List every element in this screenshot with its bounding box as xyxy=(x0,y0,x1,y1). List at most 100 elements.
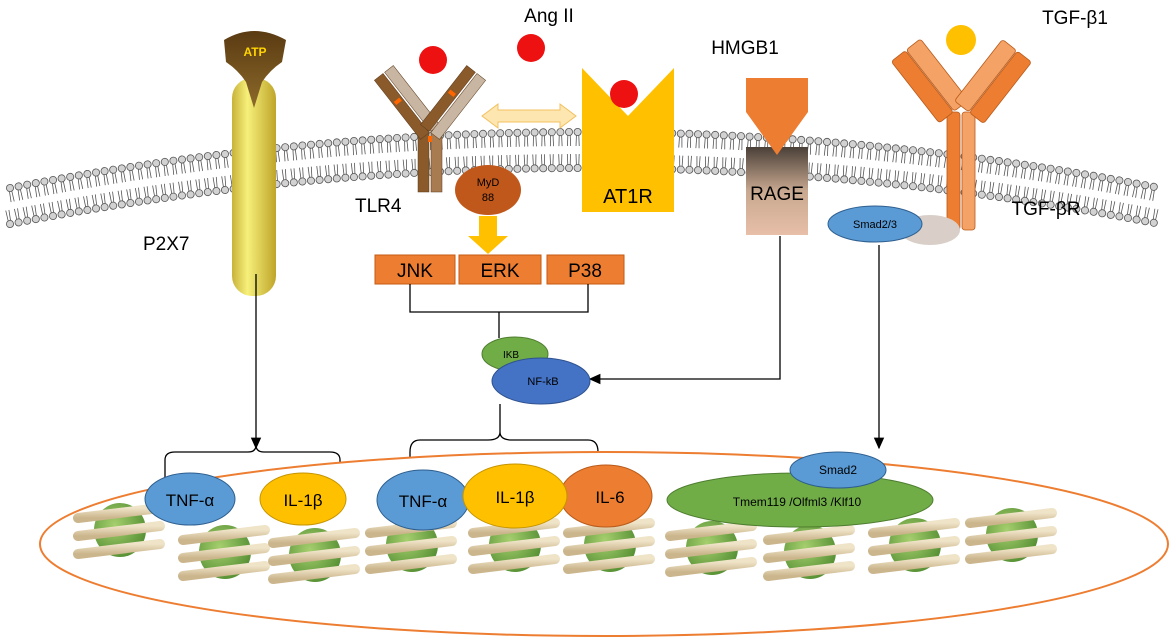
lipid-molecule xyxy=(279,168,290,188)
tlr4-receptor xyxy=(374,65,486,193)
lipid-molecule xyxy=(873,142,883,162)
hmgb1-label: HMGB1 xyxy=(711,38,779,59)
lipid-molecule xyxy=(504,128,514,148)
lipid-molecule xyxy=(693,155,703,175)
il1b-label-left: IL-1β xyxy=(283,491,322,510)
lipid-molecule xyxy=(513,128,522,148)
ikb-label: IKB xyxy=(503,350,519,361)
lipid-molecule xyxy=(676,155,686,174)
lipid-molecule xyxy=(1123,203,1135,223)
myd88-label-line2: 88 xyxy=(482,192,494,204)
lipid-molecule xyxy=(821,137,832,157)
lipid-molecule xyxy=(1106,200,1118,220)
lipid-molecule xyxy=(186,153,197,174)
lipid-molecule xyxy=(977,179,988,200)
lipid-molecule xyxy=(521,154,531,173)
lipid-molecule xyxy=(124,188,135,208)
lipid-molecule xyxy=(401,133,411,153)
tgf-b-receptor xyxy=(892,39,1031,231)
lipid-molecule xyxy=(838,139,849,159)
lipid-molecule xyxy=(289,142,300,162)
lipid-molecule xyxy=(340,163,350,182)
genes-label: Tmem119 /Olfml3 /Klf10 xyxy=(733,495,862,509)
lipid-molecule xyxy=(453,130,462,150)
lipid-molecule xyxy=(63,198,75,218)
lipid-molecule xyxy=(1035,162,1047,183)
lipid-molecule xyxy=(1080,195,1092,215)
lipid-molecule xyxy=(332,138,342,158)
lipid-molecule xyxy=(1053,165,1064,185)
lipid-molecule xyxy=(132,186,144,207)
smad2-ellipse xyxy=(789,451,887,489)
lipid-molecule xyxy=(856,140,866,160)
lipid-molecule xyxy=(934,174,945,194)
lipid-molecule xyxy=(91,167,103,188)
lipid-molecule xyxy=(1010,159,1021,179)
atp-label: ATP xyxy=(243,45,266,59)
erk-box xyxy=(458,254,542,285)
lipid-molecule xyxy=(1044,164,1056,184)
lipid-molecule xyxy=(822,163,833,183)
jnk-box xyxy=(374,254,456,285)
lipid-molecule xyxy=(547,128,556,147)
lipid-molecule xyxy=(556,128,565,147)
lipid-molecule xyxy=(366,161,376,180)
erk-label: ERK xyxy=(480,261,519,282)
lipid-molecule xyxy=(176,180,187,200)
tnf-a-label-mid: TNF-α xyxy=(399,492,448,511)
il1b-ellipse-mid xyxy=(462,463,568,529)
myd88-adapter xyxy=(455,165,521,215)
ang-ii-label: Ang II xyxy=(524,6,574,27)
lipid-molecule xyxy=(736,131,746,151)
lipid-molecule xyxy=(727,131,737,151)
lipid-molecule xyxy=(203,151,214,171)
lipid-molecule xyxy=(933,148,944,168)
il6-label: IL-6 xyxy=(595,488,624,507)
lipid-molecule xyxy=(848,165,859,185)
tnf-a-label-left: TNF-α xyxy=(166,491,215,510)
myd88-to-mapk-arrow xyxy=(468,216,508,254)
ang-ii-ligand xyxy=(517,34,545,62)
lipid-molecule xyxy=(496,129,505,148)
lipid-molecule xyxy=(211,150,223,170)
lipid-molecule xyxy=(719,156,729,176)
lipid-molecule xyxy=(220,149,231,169)
nfkb-bracket xyxy=(409,404,599,472)
lipid-molecule xyxy=(1078,169,1090,190)
lipid-molecule xyxy=(1104,174,1116,194)
lipid-molecule xyxy=(1087,171,1099,191)
lipid-molecule xyxy=(881,143,892,163)
lipid-molecule xyxy=(530,128,539,147)
lipid-molecule xyxy=(3,209,15,229)
lipid-molecule xyxy=(331,163,342,183)
lipid-molecule xyxy=(81,195,92,215)
lipid-molecule xyxy=(556,153,565,173)
lipid-molecule xyxy=(107,190,118,211)
lipid-molecule xyxy=(830,138,840,158)
lipid-molecule xyxy=(348,162,359,182)
lipid-molecule xyxy=(1070,168,1081,188)
lipid-molecule xyxy=(547,153,556,173)
lipid-molecule xyxy=(898,144,909,165)
lipid-molecule xyxy=(82,169,94,189)
tgf-b1-ligand xyxy=(946,25,976,55)
lipid-molecule xyxy=(297,166,307,186)
lipid-molecule xyxy=(125,162,137,182)
lipid-molecule xyxy=(908,171,919,191)
rage-label: RAGE xyxy=(750,184,804,205)
il1b-ellipse-left xyxy=(259,472,347,526)
lipid-molecule xyxy=(1001,157,1013,178)
lipid-molecule xyxy=(478,129,488,149)
lipid-molecule xyxy=(985,181,997,201)
p38-label: P38 xyxy=(568,261,602,282)
lipid-molecule xyxy=(1149,207,1161,228)
lipid-molecule xyxy=(298,141,308,161)
lipid-molecule xyxy=(210,176,221,196)
lipid-molecule xyxy=(193,178,204,198)
lipid-molecule xyxy=(573,153,582,173)
lipid-molecule xyxy=(115,189,127,209)
lipid-molecule xyxy=(98,192,110,212)
lipid-molecule xyxy=(984,155,995,175)
tgf-br-label: TGF-βR xyxy=(1012,199,1081,220)
